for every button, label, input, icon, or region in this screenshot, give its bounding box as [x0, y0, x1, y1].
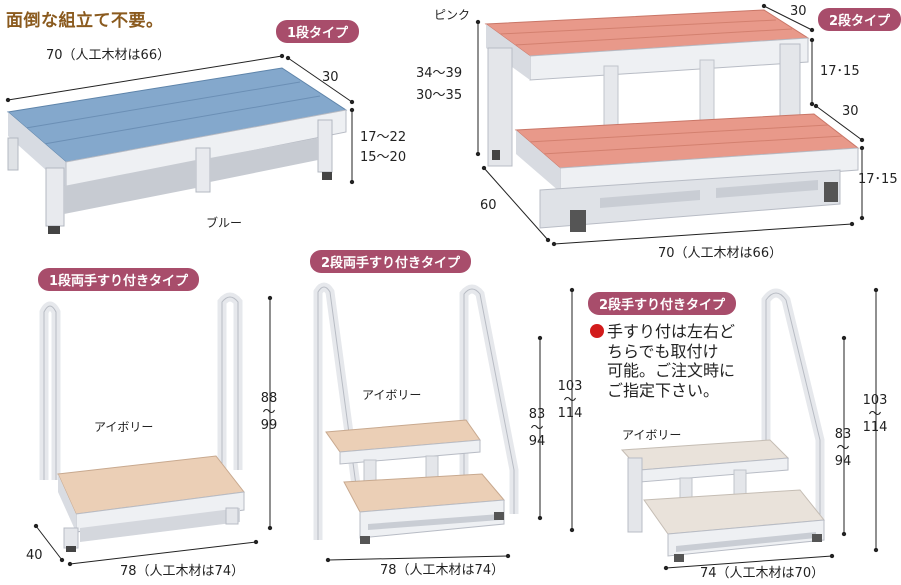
dim-one-step-rails-height: 88 〜 99 — [260, 391, 278, 434]
dim-two-step-total-height-a: 34〜39 — [416, 66, 463, 81]
handrail-note: 手すり付は左右ど ちらでも取付け 可能。ご注文時に ご指定下さい。 — [590, 322, 780, 400]
color-one-step: ブルー — [206, 216, 243, 230]
dim-two-step-total-height-b: 30〜35 — [416, 88, 463, 103]
color-one-step-rails: アイボリー — [94, 420, 154, 434]
two-step-rail-illustration — [620, 287, 879, 571]
dim-two-step-rails-height-step: 83 〜 94 — [528, 407, 546, 450]
color-two-step-rails: アイボリー — [362, 388, 422, 402]
dim-two-step-top-depth: 30 — [790, 4, 807, 19]
dim-two-step-width: 70（人工木材は66） — [658, 246, 783, 261]
title-two-step: 2段タイプ — [818, 8, 901, 31]
dim-two-step-depth: 60 — [480, 198, 497, 213]
one-step-illustration — [5, 53, 355, 234]
headline: 面倒な組立て不要。 — [6, 11, 164, 31]
title-one-step: 1段タイプ — [276, 20, 360, 43]
dim-two-step-rail-height-step: 83 〜 94 — [834, 427, 852, 470]
color-two-step-rail: アイボリー — [622, 428, 682, 442]
dim-two-step-rails-width: 78（人工木材は74） — [380, 563, 505, 578]
two-step-rails-illustration — [313, 282, 575, 563]
two-step-illustration — [475, 3, 865, 247]
dim-two-step-rail-width: 74（人工木材は70） — [700, 566, 825, 581]
dim-one-step-height-a: 17〜22 — [360, 130, 407, 145]
dim-one-step-rails-width: 78（人工木材は74） — [120, 564, 245, 579]
dim-one-step-rails-depth: 40 — [26, 548, 43, 563]
dim-two-step-upper-height: 17･15 — [820, 64, 860, 79]
dim-two-step-rails-height-rail: 103 〜 114 — [557, 379, 583, 422]
bullet-icon — [590, 324, 604, 338]
dim-one-step-height-b: 15〜20 — [360, 150, 407, 165]
dim-two-step-mid-depth: 30 — [842, 104, 859, 119]
dim-one-step-depth: 30 — [322, 70, 339, 85]
one-step-rails-illustration — [33, 292, 273, 567]
dim-two-step-rail-height-rail: 103 〜 114 — [862, 393, 888, 436]
title-two-step-rail: 2段手すり付きタイプ — [588, 292, 737, 315]
title-two-step-rails: 2段両手すり付きタイプ — [310, 250, 472, 273]
dim-two-step-lower-height: 17･15 — [858, 172, 898, 187]
color-two-step: ピンク — [434, 8, 471, 22]
dim-one-step-width: 70（人工木材は66） — [46, 48, 171, 63]
title-one-step-rails: 1段両手すり付きタイプ — [38, 268, 200, 291]
